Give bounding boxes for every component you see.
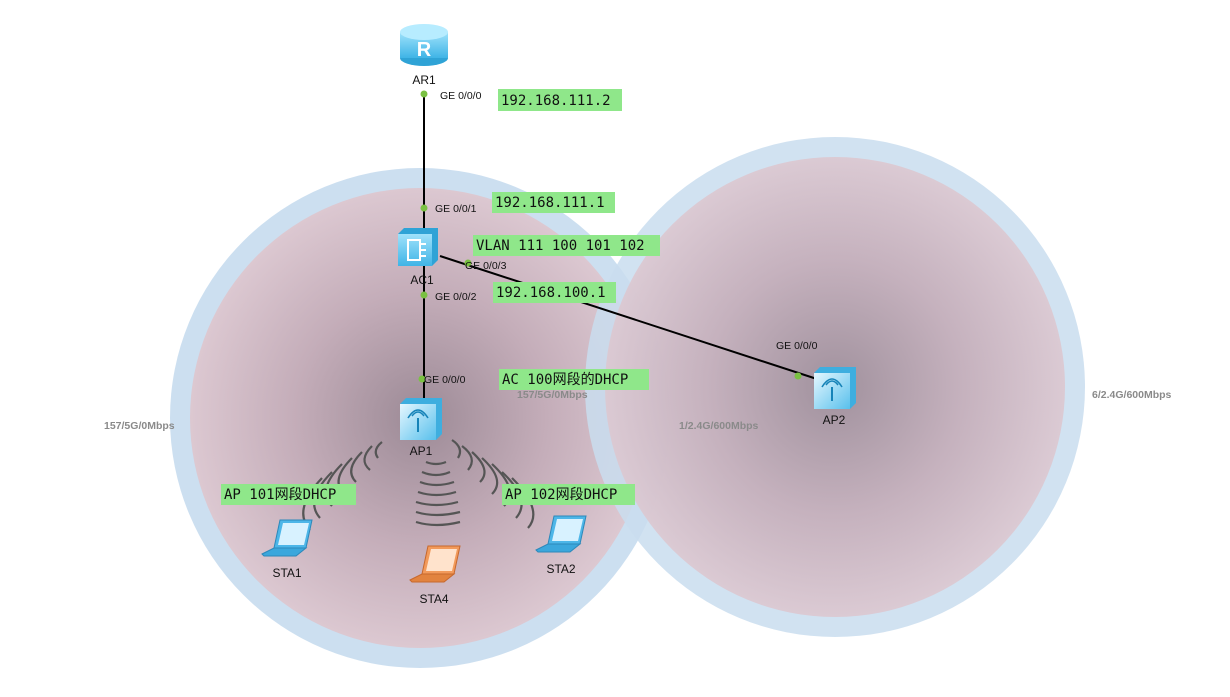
note-text: 192.168.100.1 <box>496 285 606 301</box>
note-text: AP 101网段DHCP <box>224 487 336 503</box>
laptop-icon[interactable] <box>409 545 461 583</box>
port-dot-ar1 <box>420 90 428 98</box>
note-ar1-ip[interactable]: 192.168.111.2 <box>498 89 622 111</box>
access-point-icon[interactable] <box>400 398 442 440</box>
note-ap101-dhcp[interactable]: AP 101网段DHCP <box>221 484 356 505</box>
coverage-label-ap2-right: 6/2.4G/600Mbps <box>1092 389 1172 401</box>
coverage-label-ap1-left: 157/5G/0Mbps <box>104 420 175 432</box>
note-vlan[interactable]: VLAN 111 100 101 102 <box>473 235 660 256</box>
note-text: VLAN 111 100 101 102 <box>476 238 645 254</box>
device-label-ac1: AC1 <box>410 273 434 287</box>
note-ap102-dhcp[interactable]: AP 102网段DHCP <box>502 484 635 505</box>
laptop-icon[interactable] <box>261 519 313 557</box>
port-label-ar1-ge000: GE 0/0/0 <box>440 90 482 102</box>
port-dot-ac1-ge001 <box>420 204 428 212</box>
port-label-ac1-ge003: GE 0/0/3 <box>465 260 507 272</box>
device-label-ap1: AP1 <box>410 444 433 458</box>
note-ac1-ip-100[interactable]: 192.168.100.1 <box>493 282 616 303</box>
device-label-sta1: STA1 <box>272 566 301 580</box>
port-label-ap2-ge000: GE 0/0/0 <box>776 340 818 352</box>
port-label-ac1-ge001: GE 0/0/1 <box>435 203 477 215</box>
router-icon[interactable]: R <box>400 24 448 66</box>
port-dot-ap2 <box>794 372 802 380</box>
device-label-sta2: STA2 <box>546 562 575 576</box>
note-text: 192.168.111.1 <box>495 195 605 211</box>
device-label-sta4: STA4 <box>419 592 448 606</box>
note-text: 192.168.111.2 <box>501 93 611 109</box>
device-label-ar1: AR1 <box>412 73 436 87</box>
access-controller-icon[interactable] <box>398 228 438 266</box>
note-ac1-ip-111[interactable]: 192.168.111.1 <box>492 192 615 213</box>
port-label-ap1-ge000: GE 0/0/0 <box>424 374 466 386</box>
port-dot-ac1-ge003 <box>464 259 472 267</box>
coverage-label-ap1-right: 157/5G/0Mbps <box>517 389 588 401</box>
port-dot-ap1 <box>418 375 426 383</box>
port-dot-ac1-ge002 <box>420 291 428 299</box>
device-label-ap2: AP2 <box>823 413 846 427</box>
note-ac-dhcp[interactable]: AC 100网段的DHCP <box>499 369 649 390</box>
note-text: AC 100网段的DHCP <box>502 372 628 388</box>
coverage-label-ap2-left: 1/2.4G/600Mbps <box>679 420 759 432</box>
laptop-icon[interactable] <box>535 515 587 553</box>
note-text: AP 102网段DHCP <box>505 487 617 503</box>
port-label-ac1-ge002: GE 0/0/2 <box>435 291 477 303</box>
access-point-icon[interactable] <box>814 367 856 409</box>
link-ac1-ap2[interactable] <box>439 255 821 381</box>
svg-text:R: R <box>417 39 432 61</box>
